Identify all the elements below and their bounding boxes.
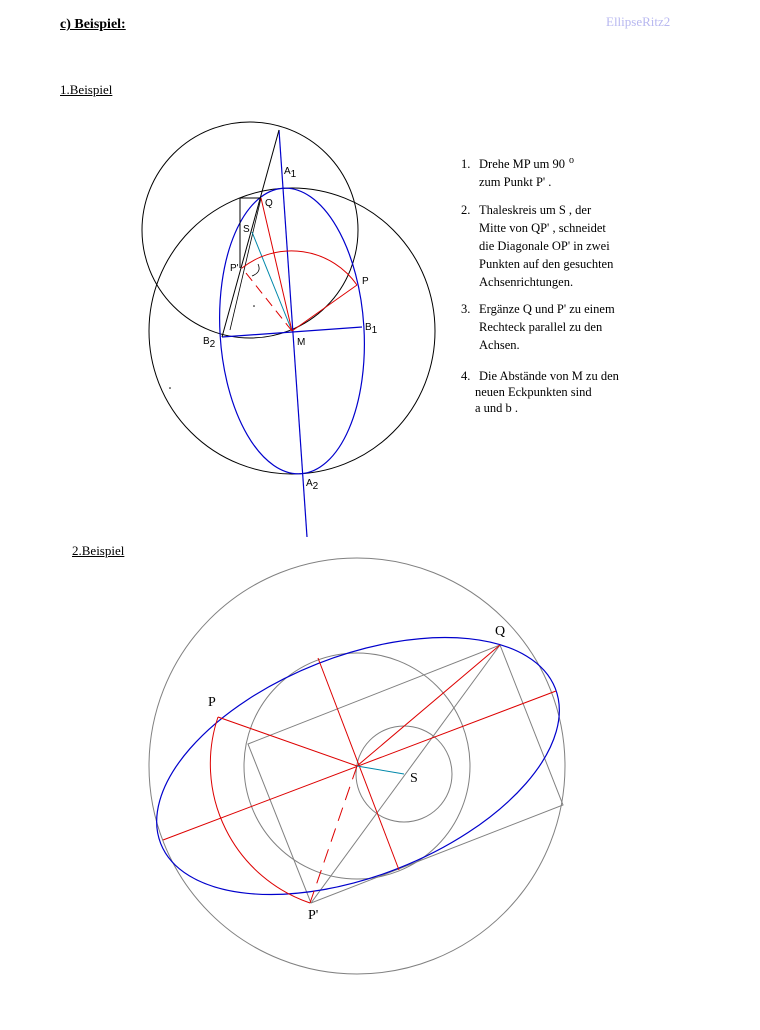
- helper-line-q: [229, 197, 262, 331]
- axis-rectangle: [247, 644, 564, 904]
- mp-line-2: [217, 716, 358, 767]
- right-angle-marker: [251, 263, 260, 277]
- mp-prime-dashed-2: [309, 765, 358, 904]
- mq-line-2: [356, 644, 501, 767]
- step-3: 3.Ergänze Q und P' zu einem Rechteck par…: [461, 302, 615, 352]
- thales-circle-upper: [141, 121, 359, 339]
- label-a1: A1: [284, 166, 297, 180]
- circle-outer: [148, 557, 566, 975]
- label2-s: S: [410, 771, 418, 786]
- label-p-prime: P': [230, 263, 239, 274]
- watermark-label: EllipseRitz2: [606, 14, 671, 29]
- dot: [169, 387, 171, 389]
- label-m: M: [297, 337, 306, 348]
- example2-heading: 2.Beispiel: [72, 543, 125, 558]
- label-b1: B1: [365, 322, 378, 336]
- s-segment-2: [356, 765, 405, 775]
- circle-large: [148, 187, 436, 475]
- rotation-arc: [241, 250, 358, 286]
- mp-line: [291, 284, 358, 332]
- step-2: 2.Thaleskreis um S , der Mitte von QP' ,…: [461, 203, 614, 289]
- mq-line: [260, 197, 293, 332]
- label-p: P: [362, 276, 369, 287]
- label-b2: B2: [203, 336, 216, 350]
- label2-p-prime: P': [308, 908, 319, 923]
- s-segment: [251, 231, 293, 332]
- example1-heading: 1.Beispiel: [60, 82, 113, 97]
- label-q: Q: [265, 198, 273, 209]
- dot: [253, 305, 255, 307]
- mp-prime-dashed: [241, 267, 293, 332]
- rotation-arc-2: [209, 716, 311, 904]
- page-title: c) Beispiel:: [60, 17, 126, 32]
- circle-middle: [243, 652, 471, 880]
- minor-axis: [317, 657, 400, 871]
- label2-q: Q: [495, 624, 506, 639]
- label-s: S: [243, 224, 250, 235]
- axis-a: [278, 129, 308, 538]
- step-4: 4.Die Abstände von M zu den neuen Eckpun…: [461, 369, 619, 415]
- diagonal-qp-prime: [310, 644, 501, 904]
- label-a2: A2: [306, 478, 319, 492]
- diagonal-line: [221, 129, 280, 338]
- label2-p: P: [208, 695, 216, 710]
- axis-b: [221, 326, 363, 338]
